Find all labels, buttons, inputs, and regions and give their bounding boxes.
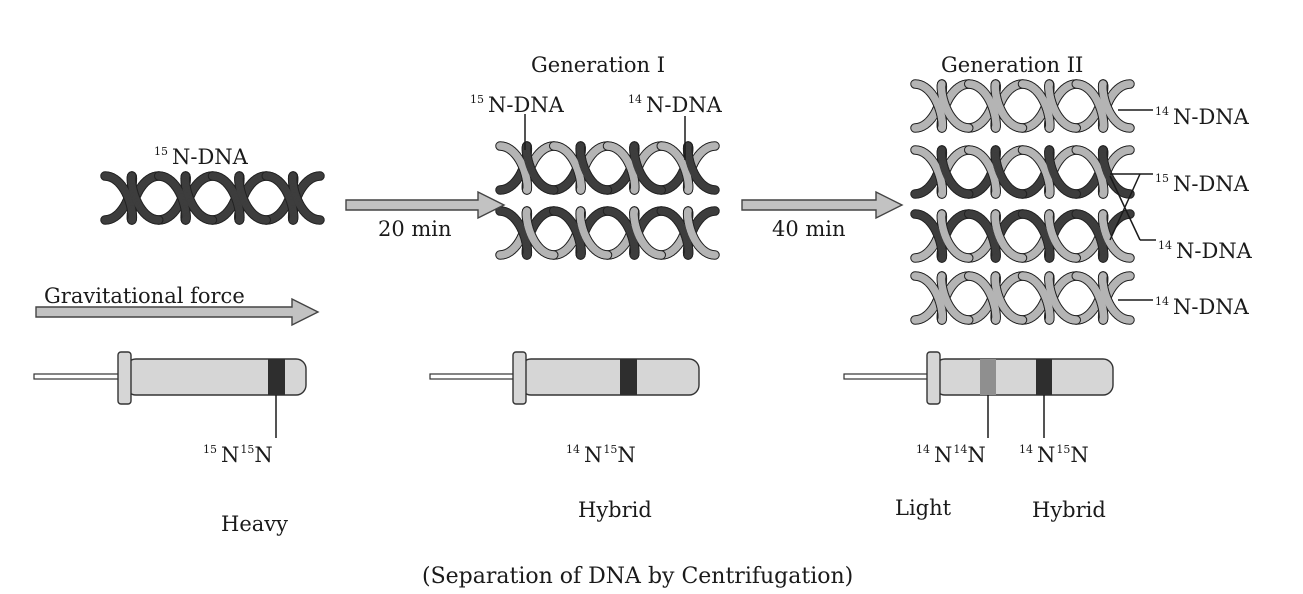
generation-1-title: Generation I: [531, 53, 666, 77]
density-label-heavy: Heavy: [221, 512, 288, 536]
helix-gen2-row1: [910, 79, 1135, 133]
tube-heavy: [33, 351, 307, 438]
arrow-gravitational-force: [35, 297, 320, 327]
helix-gen2-row4: [910, 271, 1135, 325]
tube-generation-2: [843, 351, 1114, 438]
band-light: [980, 359, 996, 395]
label-40-min: 40 min: [772, 217, 846, 241]
helix-gen1-bottom: [495, 206, 720, 260]
tube-generation-1: [429, 351, 700, 405]
helix-gen2-row3: [910, 209, 1135, 263]
arrow-40min: [741, 190, 904, 220]
helix-parent-15n: [100, 171, 325, 225]
band-heavy: [268, 359, 285, 395]
figure-caption: (Separation of DNA by Centrifugation): [422, 564, 854, 589]
density-label-light: Light: [895, 496, 952, 520]
arrow-20min: [345, 190, 506, 220]
helix-gen2-row2: [910, 145, 1135, 199]
label-gravitational-force: Gravitational force: [44, 284, 245, 308]
helix-gen1-top: [495, 141, 720, 195]
density-label-hybrid-1: Hybrid: [578, 498, 652, 522]
density-label-hybrid-2: Hybrid: [1032, 498, 1106, 522]
band-hybrid-1: [620, 359, 637, 395]
leader-gen2-hybrid-cross2: [1109, 175, 1141, 241]
label-20-min: 20 min: [378, 217, 452, 241]
generation-2-title: Generation II: [941, 53, 1084, 77]
band-hybrid-2: [1036, 359, 1052, 395]
